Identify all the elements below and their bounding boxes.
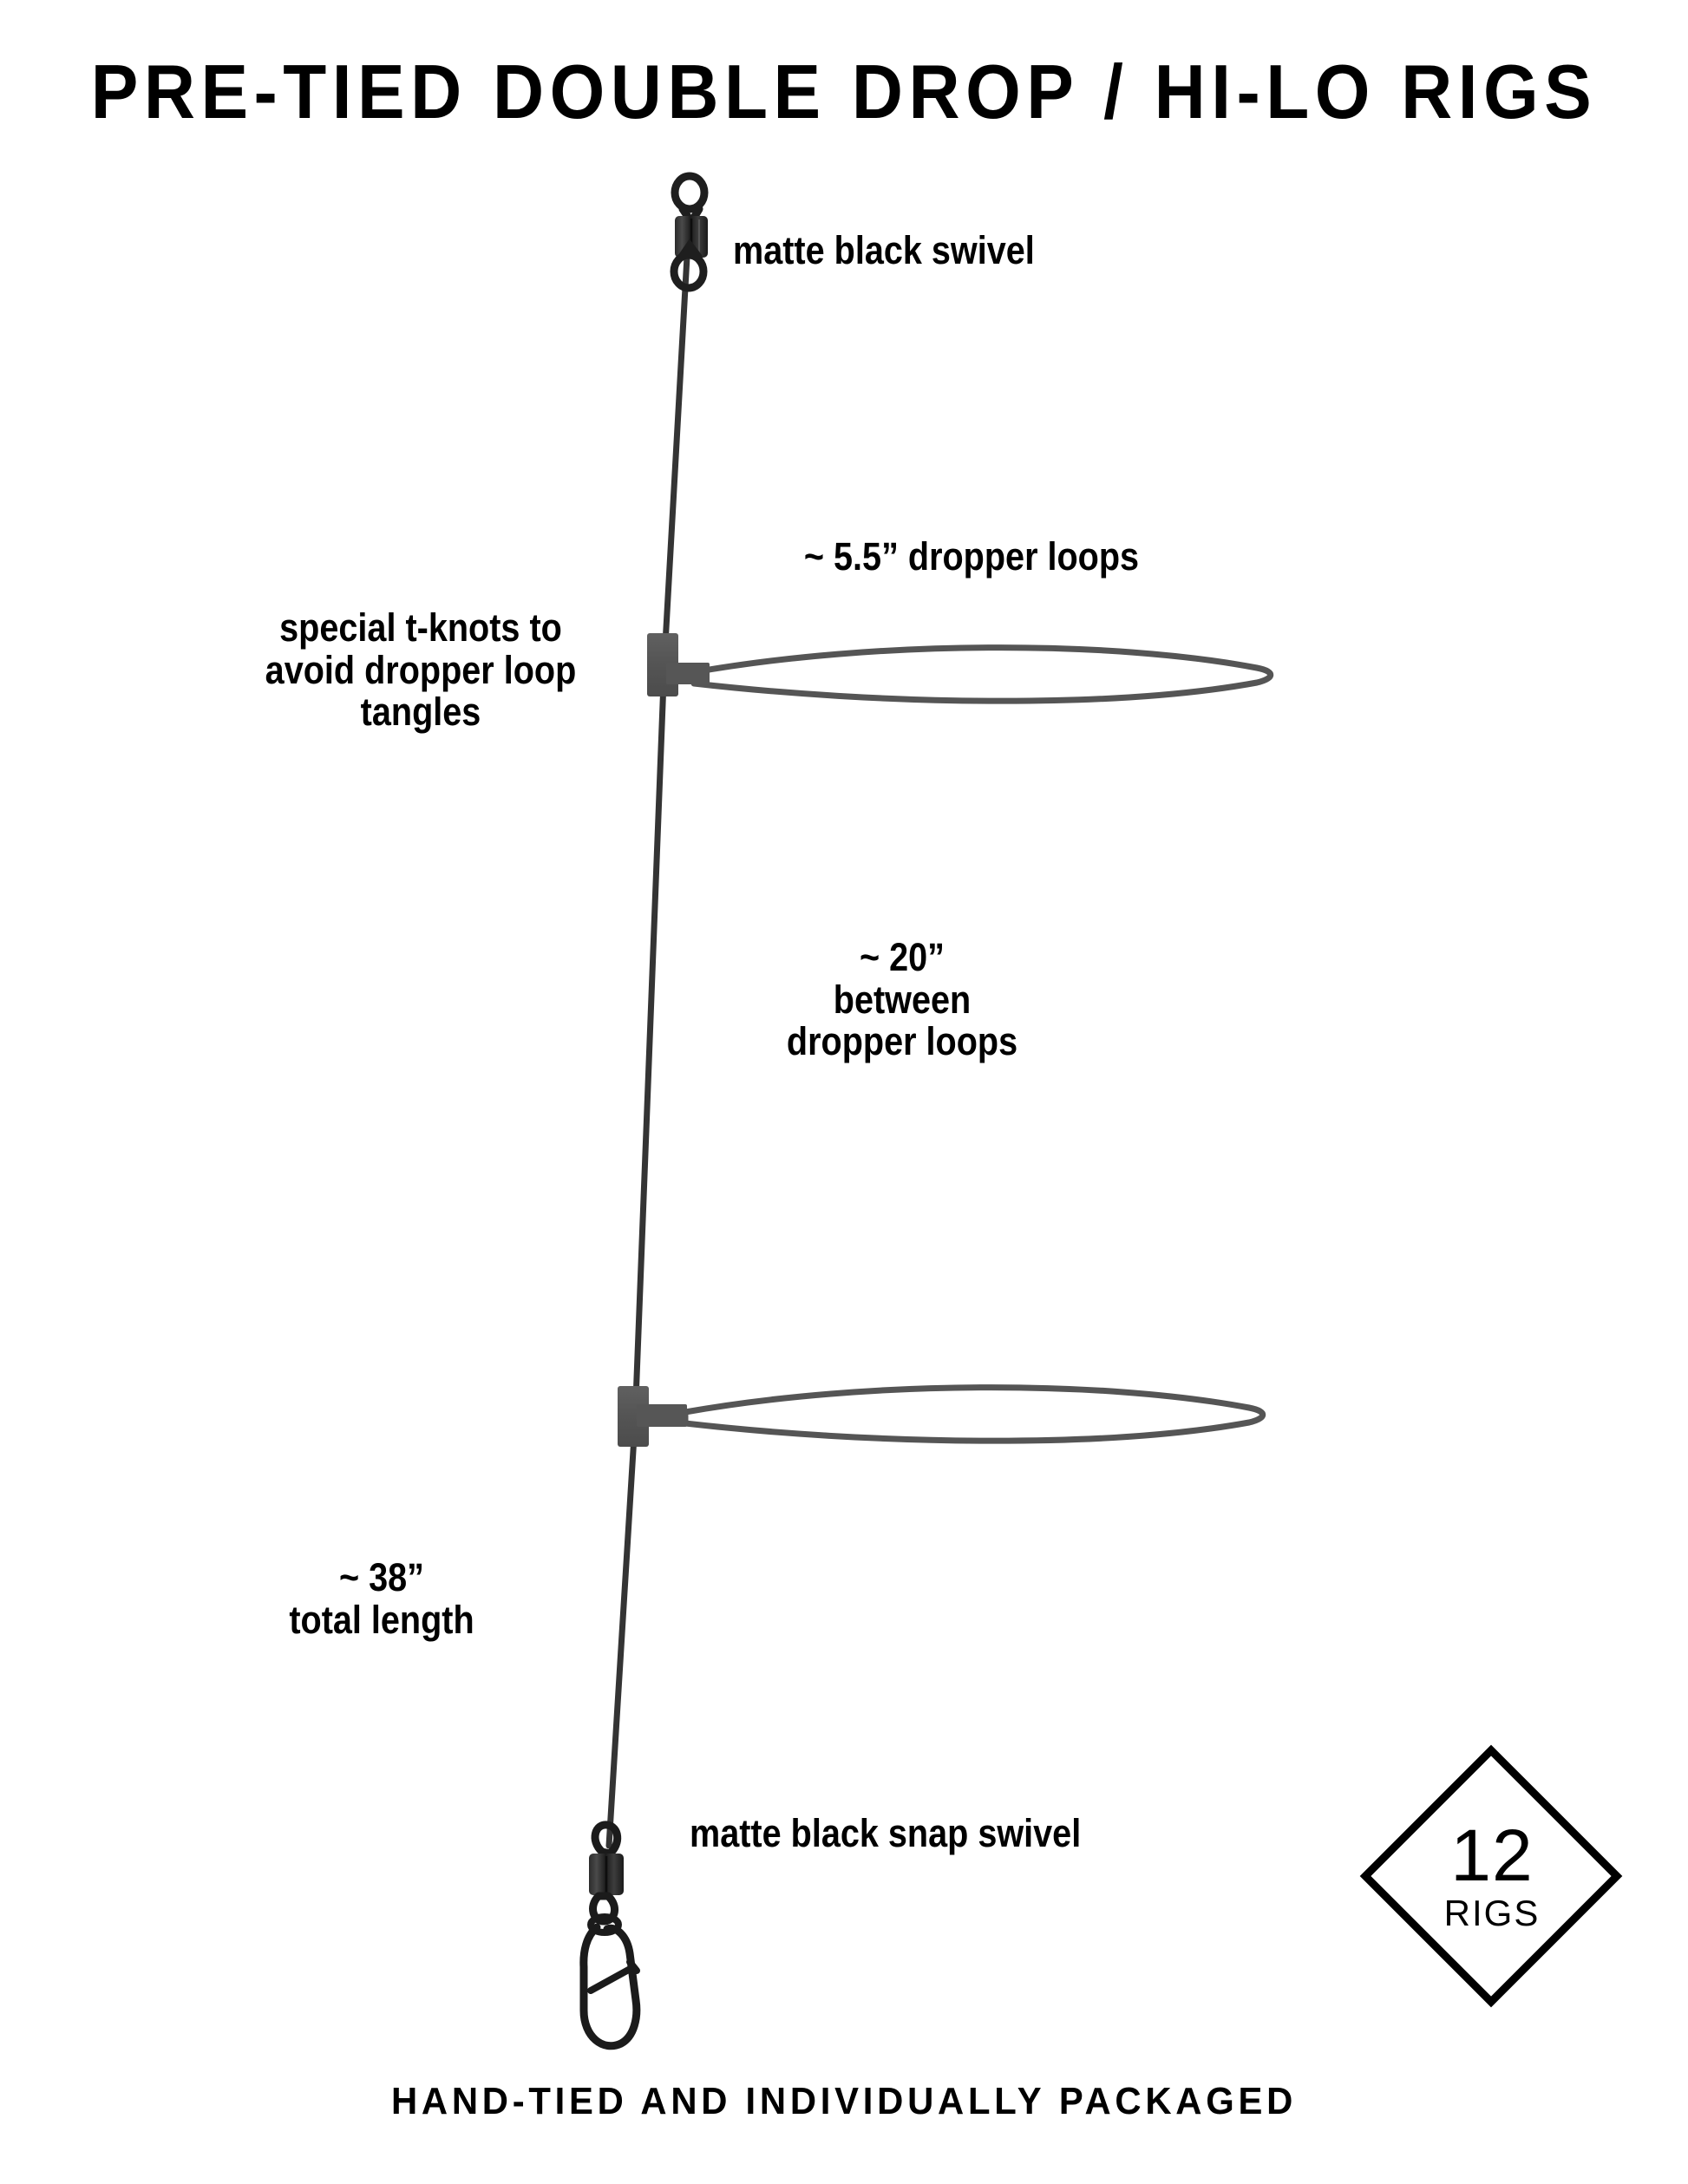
main-line-lower bbox=[605, 1419, 638, 1849]
label-t-knots-line2: avoid dropper loop bbox=[265, 647, 577, 692]
t-knot-upper bbox=[647, 633, 710, 696]
label-between-line2: between bbox=[833, 977, 972, 1022]
bottom-snap-swivel bbox=[579, 1821, 641, 2050]
label-between-line1: ~ 20” bbox=[860, 935, 945, 979]
footer-tagline: HAND-TIED AND INDIVIDUALLY PACKAGED bbox=[390, 2080, 1298, 2122]
t-knot-lower bbox=[618, 1386, 687, 1447]
label-dropper-length: ~ 5.5” dropper loops bbox=[803, 534, 1140, 579]
dropper-loop-lower bbox=[682, 1384, 1266, 1444]
label-between-loops: ~ 20” between dropper loops bbox=[742, 935, 1063, 1064]
quantity-badge-count: 12 bbox=[1450, 1815, 1534, 1897]
dropper-loop-upper bbox=[690, 644, 1274, 704]
main-line-upper bbox=[661, 253, 690, 663]
label-t-knots-line3: tangles bbox=[360, 690, 481, 735]
top-barrel-swivel bbox=[670, 172, 709, 292]
quantity-badge-text: 12 RIGS bbox=[1362, 1747, 1622, 2007]
label-total-line1: ~ 38” bbox=[339, 1555, 424, 1599]
quantity-badge-unit: RIGS bbox=[1443, 1892, 1541, 1933]
quantity-badge: 12 RIGS bbox=[1359, 1744, 1623, 2008]
label-bottom-snap-swivel: matte black snap swivel bbox=[690, 1811, 1082, 1855]
label-total-line2: total length bbox=[289, 1597, 474, 1642]
label-between-line3: dropper loops bbox=[786, 1019, 1018, 1064]
label-t-knots: special t-knots to avoid dropper loop ta… bbox=[252, 605, 588, 735]
label-top-swivel: matte black swivel bbox=[733, 228, 1035, 272]
main-line-middle bbox=[631, 656, 668, 1426]
label-t-knots-line1: special t-knots to bbox=[279, 605, 562, 650]
label-total-length: ~ 38” total length bbox=[259, 1555, 504, 1642]
page-title: PRE-TIED DOUBLE DROP / HI-LO RIGS bbox=[90, 49, 1598, 134]
